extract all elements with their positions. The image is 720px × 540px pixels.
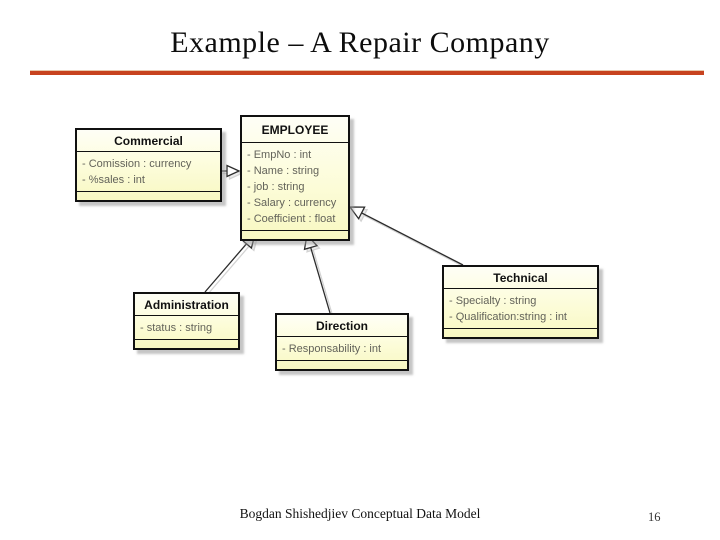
class-attributes: - Responsability : int (277, 337, 407, 360)
generalization-commercial-employee (220, 164, 241, 178)
class-attribute: - Coefficient : float (247, 213, 336, 225)
class-operations-empty (277, 360, 407, 369)
class-attribute: - Responsability : int (282, 343, 382, 355)
class-attributes: - Specialty : string - Qualification:str… (444, 289, 597, 328)
slide-title: Example – A Repair Company (170, 26, 550, 59)
class-attributes: - status : string (135, 316, 238, 339)
class-name: EMPLOYEE (242, 117, 348, 143)
class-box-direction: Direction - Responsability : int (275, 313, 409, 371)
title-underline (30, 70, 704, 75)
class-attribute: - Qualification:string : int (449, 311, 567, 323)
class-name: Technical (444, 267, 597, 289)
generalization-direction-employee (303, 233, 331, 314)
class-attribute: - %sales : int (82, 174, 145, 186)
class-operations-empty (444, 328, 597, 337)
class-name: Administration (135, 294, 238, 316)
generalization-technical-employee (348, 206, 464, 266)
class-box-administration: Administration - status : string (133, 292, 240, 350)
class-attribute: - Specialty : string (449, 295, 537, 307)
class-operations-empty (135, 339, 238, 348)
class-operations-empty (77, 191, 220, 200)
class-attribute: - Name : string (247, 165, 320, 177)
slide-footer: Bogdan Shishedjiev Conceptual Data Model (239, 506, 481, 521)
class-name: Direction (277, 315, 407, 337)
class-attribute: - Salary : currency (247, 197, 337, 209)
class-box-commercial: Commercial - Comission : currency - %sal… (75, 128, 222, 202)
generalization-administration-employee (204, 232, 256, 293)
class-attributes: - Comission : currency - %sales : int (77, 152, 220, 191)
class-name: Commercial (77, 130, 220, 152)
class-attribute: - EmpNo : int (247, 149, 312, 161)
class-attribute: - status : string (140, 322, 213, 334)
class-operations-empty (242, 230, 348, 239)
class-attribute: - job : string (247, 181, 305, 193)
class-box-technical: Technical - Specialty : string - Qualifi… (442, 265, 599, 339)
page-number: 16 (648, 510, 661, 524)
class-attribute: - Comission : currency (82, 158, 192, 170)
class-attributes: - EmpNo : int - Name : string - job : st… (242, 143, 348, 230)
class-box-employee: EMPLOYEE - EmpNo : int - Name : string -… (240, 115, 350, 241)
